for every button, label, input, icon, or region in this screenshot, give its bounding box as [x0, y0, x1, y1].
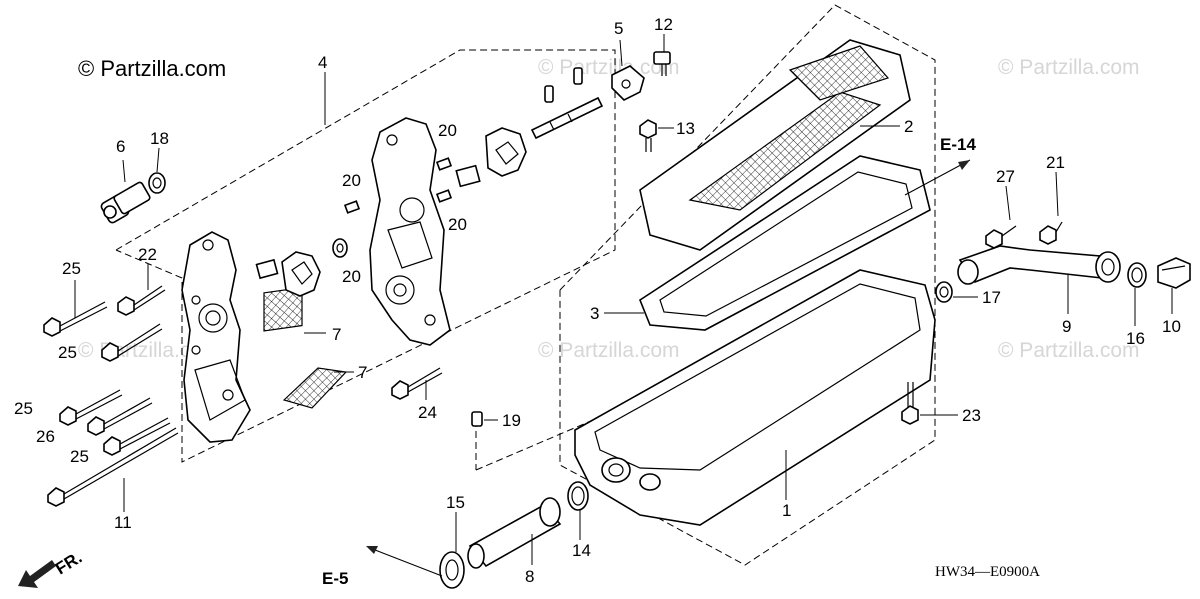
callout-23: 23 [962, 406, 981, 425]
callout-18: 18 [150, 129, 169, 148]
watermark-mid-center: © Partzilla.com [538, 339, 680, 362]
pump-rotors [255, 127, 527, 297]
part-16-washer [1127, 262, 1147, 326]
part-12-bolt [653, 34, 671, 76]
callout-10: 10 [1162, 317, 1181, 336]
part-27-bolt [985, 185, 1017, 249]
callout-6: 6 [116, 137, 125, 156]
callout-25-bottom: 25 [70, 447, 89, 466]
part-10-plug [1157, 257, 1191, 314]
callout-24: 24 [418, 403, 437, 422]
callout-2: 2 [904, 117, 913, 136]
part-14-oring [567, 481, 589, 540]
callout-21: 21 [1046, 153, 1065, 172]
watermark-top-right: © Partzilla.com [998, 56, 1140, 79]
shaft-and-pins [530, 67, 604, 140]
callout-12: 12 [654, 15, 673, 34]
callout-25-lower: 25 [14, 399, 33, 418]
callout-7-upper: 7 [332, 325, 341, 344]
callout-20-low: 20 [342, 267, 361, 286]
part-2-cover [639, 39, 911, 251]
callout-4: 4 [318, 53, 327, 72]
part-8-pipe [467, 497, 562, 569]
pump-housing [369, 117, 451, 346]
callout-20-top: 20 [438, 121, 457, 140]
part-19-dowel [471, 411, 498, 427]
front-arrow-icon [18, 560, 56, 588]
watermark-mid-right: © Partzilla.com [998, 339, 1140, 362]
callout-8: 8 [525, 567, 534, 586]
callout-25-top: 25 [62, 259, 81, 278]
callout-labels: 4 6 18 22 25 25 25 26 25 11 7 7 20 20 20… [14, 15, 1181, 586]
ref-label-e14: E-14 [940, 135, 976, 154]
part-9-pipe [957, 245, 1121, 314]
front-label: FR. [52, 548, 85, 579]
callout-9: 9 [1062, 317, 1071, 336]
case-assembly-outline [559, 4, 936, 566]
part-15-seal [439, 512, 465, 589]
callout-13: 13 [676, 119, 695, 138]
part-23-bolt [901, 382, 958, 425]
callout-1: 1 [782, 501, 791, 520]
part-5-clip [611, 39, 645, 101]
part-1-case [574, 269, 936, 526]
watermarks: © Partzilla.com © Partzilla.com © Partzi… [78, 56, 1140, 362]
callout-20-right: 20 [448, 215, 467, 234]
ref-arrow-e5 [366, 546, 443, 577]
callout-20-left: 20 [342, 171, 361, 190]
callout-17: 17 [982, 288, 1001, 307]
callout-15: 15 [446, 493, 465, 512]
pump-cover [181, 231, 251, 443]
callout-26: 26 [36, 427, 55, 446]
diagram-code: HW34—E0900A [935, 564, 1040, 580]
pump-assembly-outline [115, 49, 616, 463]
part-6-sensor [100, 159, 151, 224]
copyright-label: © Partzilla.com [78, 56, 226, 81]
callout-7-lower: 7 [358, 363, 367, 382]
ref-label-e5: E-5 [322, 569, 348, 588]
callout-16: 16 [1126, 329, 1145, 348]
part-3-gasket [604, 155, 931, 331]
callout-14: 14 [572, 541, 591, 560]
callout-22: 22 [138, 245, 157, 264]
ref-arrow-e14 [904, 159, 971, 196]
part-24-bolt [391, 367, 443, 400]
callout-27: 27 [996, 167, 1015, 186]
bolts-left [43, 264, 179, 512]
part-21-bolt [1039, 171, 1063, 245]
front-direction-indicator: FR. [18, 548, 85, 588]
part-13-bolt [639, 119, 674, 152]
part-7-screens [263, 286, 354, 409]
callout-19: 19 [502, 411, 521, 430]
callout-11: 11 [114, 513, 132, 532]
part-18-washer [148, 147, 166, 194]
part-17-washer [935, 281, 978, 303]
callout-5: 5 [614, 19, 623, 38]
callout-3: 3 [590, 304, 599, 323]
callout-25-mid: 25 [58, 343, 77, 362]
